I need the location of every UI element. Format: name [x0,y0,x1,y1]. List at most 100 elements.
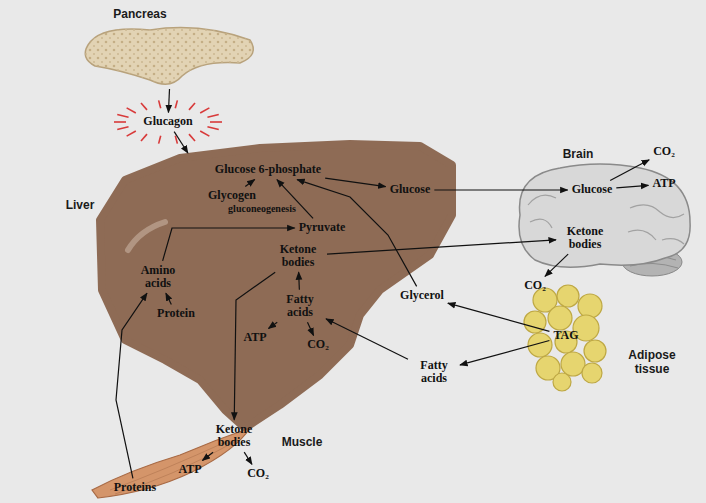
node-text: Pyruvate [299,221,346,234]
organ-heading: Brain [563,147,594,161]
burst-stroke [127,131,136,136]
flow-arrow [325,178,385,187]
burst-stroke [117,127,128,130]
node-text: Ketone bodies [273,243,323,269]
metabolite: Glucose [388,182,433,197]
metabolite: Ketone bodies [271,242,325,270]
pancreas-texture [85,28,253,85]
burst-stroke [175,100,177,108]
node-text: ATP [243,331,266,344]
node-text: CO₂ [524,279,546,292]
node-text: ATP [178,463,201,476]
organ-heading: Pancreas [113,7,166,21]
burst-stroke [189,134,195,141]
node-text: CO₂ [307,338,329,351]
metabolite: ATP [176,462,203,477]
node-text: Glycogen [208,189,256,202]
metabolite: Glycogen [206,188,258,203]
burst-stroke [207,127,218,130]
liver-shape [100,144,452,428]
flow-arrow [268,322,277,328]
fat-cell [553,373,571,391]
brain-shape [519,164,690,267]
brain-illustration [519,164,690,276]
flow-arrow [327,240,556,254]
metabolite: Glycerol [398,288,446,303]
organ-heading: Adipose tissue [621,348,683,376]
organ-pancreas: Pancreas [85,25,257,87]
metabolite: Amino acids [133,263,183,291]
metabolite: Protein [155,306,197,321]
flow-arrow [168,89,169,112]
metabolite: Ketone bodies [207,422,261,450]
burst-stroke [200,131,209,136]
pancreas-shape [85,28,253,85]
node-text: Fatty acids [278,293,322,319]
flow-arrow [245,180,254,187]
flow-arrow [434,189,567,190]
brain-gyri [528,195,684,244]
node-text: Glucagon [143,115,192,128]
burst-stroke [141,103,147,110]
burst-stroke [141,134,147,141]
organ-muscle: MuscleKetone bodiesATPCO₂Proteins [92,420,278,502]
organ-brain: BrainGlucoseATPKetone bodies [512,165,692,275]
burst-stroke [127,108,136,113]
burst-stroke [200,108,209,113]
node-text: Proteins [114,481,156,494]
node-text: Ketone bodies [560,225,610,251]
fat-cell [561,352,585,376]
burst-stroke [189,103,195,110]
metabolite: ATP [241,330,268,345]
flow-arrow [610,160,649,181]
metabolite: Glucose 6-phosphate [213,162,323,177]
organ-heading: Liver [66,198,95,212]
node-text: Glucose 6-phosphate [215,163,321,176]
node-text: CO₂ [247,467,269,480]
flow-arrow [166,293,171,304]
organ-heading: Muscle [282,435,323,449]
flow-arrow [202,452,213,460]
burst-stroke [207,114,218,117]
flow-arrow [448,303,550,331]
node-text: Fatty acids [412,359,456,385]
glucagon-burst [114,100,222,143]
fat-cell [582,363,602,383]
hormone-label: Glucagon [141,114,194,129]
organ-adipose: Adipose tissueTAG [524,286,608,388]
pancreas-illustration [85,28,253,85]
metabolite: CO₂ [305,337,331,352]
metabolite: Pyruvate [297,220,348,235]
node-text: Protein [157,307,195,320]
flow-arrow [244,452,252,464]
liver-illustration [100,144,452,428]
burst-stroke [159,136,161,144]
node-text: CO₂ [653,145,675,158]
metabolite: TAG [551,328,580,343]
metabolite: Fatty acids [410,358,458,386]
metabolite: CO₂ [651,144,677,159]
flow-arrow [298,272,300,290]
fat-cell [557,285,579,307]
fat-cell [584,340,606,362]
flow-arrow [174,132,188,153]
burst-stroke [159,100,161,108]
flow-arrow [326,319,408,359]
flow-arrow [460,341,549,365]
metabolite: ATP [650,176,677,191]
adipose-illustration [524,285,606,391]
node-text: Glucose [572,183,613,196]
node-text: ATP [652,177,675,190]
edge-label: gluconeogenesis [226,203,298,214]
node-text: Amino acids [135,264,181,290]
burst-stroke [117,114,128,117]
fat-cell [578,294,602,318]
node-text: TAG [553,329,578,342]
node-text: Glucose [390,183,431,196]
metabolite: CO₂ [522,278,548,293]
node-text: Ketone bodies [209,423,259,449]
flow-arrow [616,185,648,188]
